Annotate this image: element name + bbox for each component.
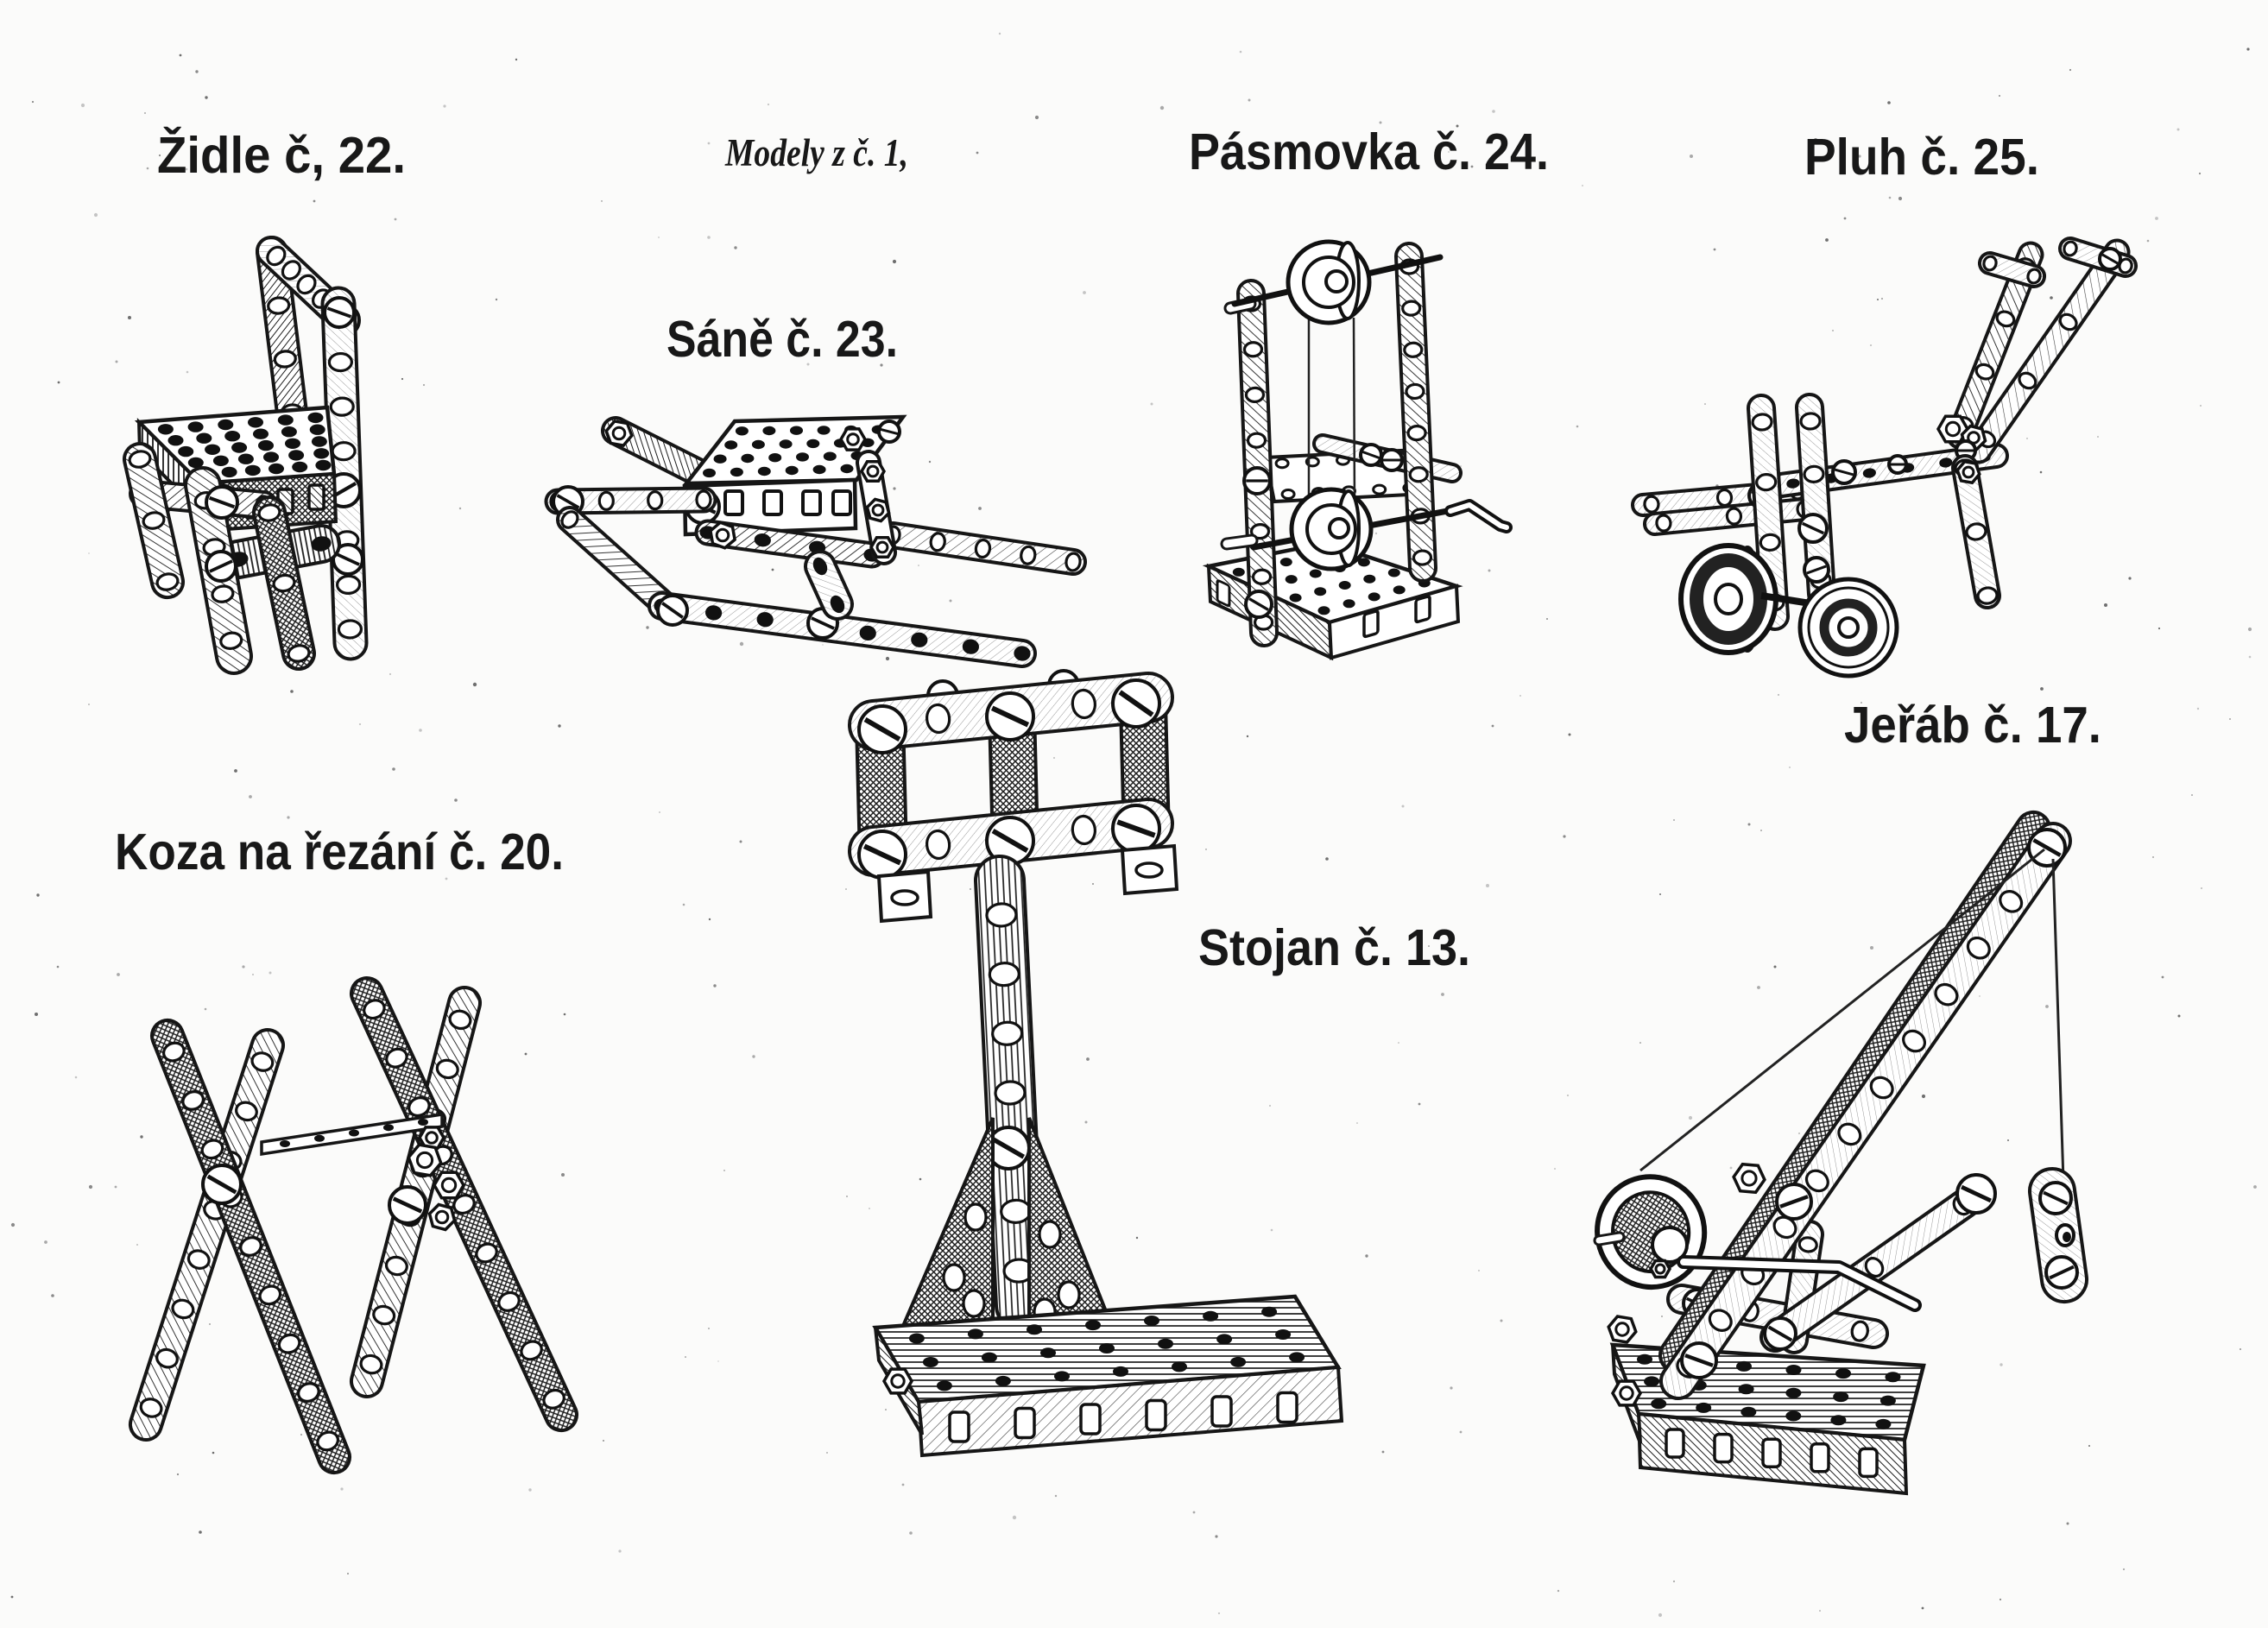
svg-text:Pluh č. 25.: Pluh č. 25. <box>1804 129 2039 186</box>
svg-text:Pásmovka č. 24.: Pásmovka č. 24. <box>1189 123 1549 180</box>
svg-text:Stojan č. 13.: Stojan č. 13. <box>1198 919 1470 976</box>
svg-text:Koza na řezání č. 20.: Koza na řezání č. 20. <box>115 823 564 880</box>
svg-text:Židle č, 22.: Židle č, 22. <box>157 126 406 184</box>
svg-text:Sáně č. 23.: Sáně č. 23. <box>667 311 898 368</box>
svg-text:Jeřáb č. 17.: Jeřáb č. 17. <box>1844 697 2101 754</box>
svg-text:Modely z č. 1,: Modely z č. 1, <box>724 131 908 174</box>
